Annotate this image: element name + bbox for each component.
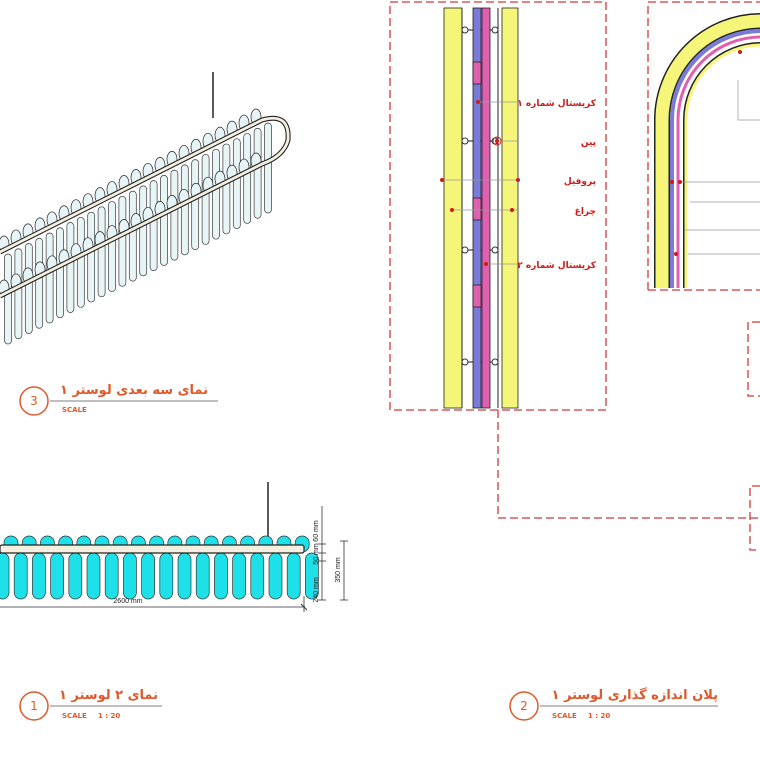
scale-label: SCALE bbox=[62, 712, 87, 720]
callout-lamp: چراغ bbox=[575, 207, 596, 217]
scale-label: SCALE bbox=[62, 406, 87, 414]
crystal-bottom bbox=[195, 552, 210, 600]
total-dimension: 350 mm bbox=[335, 557, 342, 582]
detail-box-right-a bbox=[747, 321, 760, 397]
callout-profile: پروفیل bbox=[564, 177, 596, 187]
crystal-bottom bbox=[268, 552, 283, 600]
scale-value: 1 : 20 bbox=[98, 712, 120, 720]
arch-frame bbox=[647, 1, 760, 290]
crystal-bottom bbox=[13, 552, 28, 600]
section-detail: کریستال شماره ۱ پین پروفیل چراغ کریستال … bbox=[389, 1, 760, 519]
callout-leaders bbox=[442, 101, 518, 265]
view-number: 3 bbox=[30, 394, 38, 408]
connector-line bbox=[497, 410, 760, 519]
callout-crystal-2: کریستال شماره ۲ bbox=[517, 261, 597, 271]
crystal-bottom bbox=[250, 552, 265, 600]
crystal-bottom bbox=[159, 552, 174, 600]
bottom-dimension: 240 mm bbox=[313, 577, 320, 602]
crystal-bottom bbox=[232, 552, 246, 600]
arch-detail bbox=[647, 1, 760, 291]
crystal-bottom bbox=[0, 552, 10, 600]
view-title: نمای ۲ لوستر ۱ bbox=[59, 688, 158, 703]
mid-dimension: 50 mm bbox=[313, 543, 320, 565]
view-number-circle bbox=[19, 691, 49, 721]
top-dimension: 60 mm bbox=[313, 520, 320, 542]
elevation-profile bbox=[0, 544, 305, 554]
left-profile bbox=[443, 7, 463, 409]
crystal-pink-strip bbox=[481, 7, 491, 409]
crystal-bottom bbox=[305, 552, 319, 600]
callout-pin: پین bbox=[581, 138, 596, 148]
elevation-chandelier: 2600 mm 60 mm 50 mm 240 mm 350 mm bbox=[0, 482, 348, 612]
crystal-bottom bbox=[86, 552, 101, 600]
crystal-bottom bbox=[214, 552, 228, 600]
view-number: 1 bbox=[30, 699, 38, 713]
view-title: نمای سه بعدی لوستر ۱ bbox=[60, 383, 208, 398]
title-block-view3: 3 نمای سه بعدی لوستر ۱ SCALE bbox=[19, 383, 218, 416]
crystal-bottom bbox=[104, 552, 119, 600]
callout-crystal-1: کریستال شماره ۱ bbox=[517, 99, 597, 109]
elevation-crystals bbox=[0, 535, 319, 600]
crystal-bottom bbox=[50, 552, 64, 600]
view-number-circle bbox=[19, 386, 49, 416]
crystal-bottom bbox=[177, 552, 192, 600]
detail-box-right-b bbox=[749, 485, 760, 551]
crystal-bottom bbox=[32, 552, 46, 600]
isometric-chandelier bbox=[0, 72, 291, 345]
crystal-bottom bbox=[68, 552, 83, 600]
title-block-view2: 2 پلان اندازه گذاری لوستر ۱ SCALE 1 : 20 bbox=[509, 687, 718, 721]
scale-label: SCALE bbox=[552, 712, 577, 720]
crystal-bottom bbox=[141, 552, 155, 600]
crystal-bottom bbox=[123, 552, 137, 600]
title-block-view1: 1 نمای ۲ لوستر ۱ SCALE 1 : 20 bbox=[19, 688, 162, 721]
view-number: 2 bbox=[520, 699, 528, 713]
length-dimension: 2600 mm bbox=[113, 598, 142, 605]
iso-crystal-fins bbox=[4, 122, 272, 345]
view-number-circle bbox=[509, 691, 539, 721]
crystal-bottom bbox=[286, 552, 301, 600]
right-profile bbox=[501, 7, 519, 409]
view-title: پلان اندازه گذاری لوستر ۱ bbox=[552, 687, 718, 703]
scale-value: 1 : 20 bbox=[588, 712, 610, 720]
